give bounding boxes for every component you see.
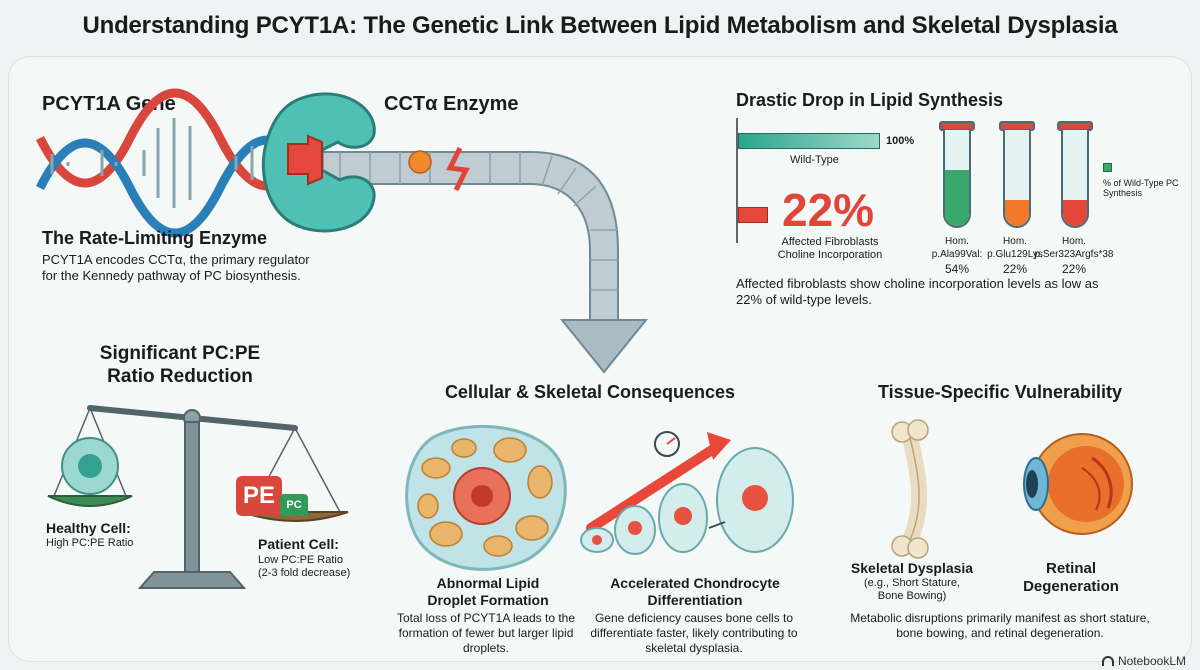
chondro-title-1: Accelerated Chondrocyte — [610, 575, 780, 591]
retinal-title-1: Retinal — [1045, 560, 1096, 577]
healthy-cell-title: Healthy Cell: — [46, 520, 131, 536]
ccta-enzyme-icon — [261, 92, 376, 233]
footer-brand: NotebookLM — [1101, 654, 1186, 668]
rate-limiting-text: PCYT1A encodes CCTα, the primary regulat… — [42, 252, 310, 283]
affected-bar — [738, 207, 768, 223]
footer-label: NotebookLM — [1117, 654, 1186, 668]
test-tube-icon — [939, 121, 1093, 228]
lipid-heading: Drastic Drop in Lipid Synthesis — [736, 90, 1004, 110]
chondro-text: Gene deficiency causes bone cells to dif… — [590, 611, 798, 655]
droplet-title-1: Abnormal Lipid — [436, 575, 540, 591]
balance-scale-icon — [47, 405, 349, 589]
healthy-cell-sub: High PC:PE Ratio — [46, 537, 134, 549]
rate-limiting-heading: The Rate-Limiting Enzyme — [42, 228, 268, 248]
legend-swatch — [1103, 163, 1112, 172]
droplet-text: Total loss of PCYT1A leads to the format… — [396, 611, 576, 655]
patient-cell-sub-2: (2-3 fold decrease) — [258, 567, 351, 579]
patient-cell-title: Patient Cell: — [258, 536, 339, 552]
chondro-title-2: Differentiation — [647, 592, 743, 608]
wild-type-label: Wild-Type — [790, 154, 839, 166]
chondrocyte-differentiation-icon — [580, 431, 794, 555]
tissue-text: Metabolic disruptions primarily manifest… — [850, 611, 1150, 640]
legend-label: % of Wild-Type PC Synthesis — [1103, 178, 1179, 198]
lipid-bar-axis — [736, 118, 738, 243]
affected-value: 22% — [782, 184, 875, 236]
dna-helix-icon — [35, 88, 295, 238]
wild-type-bar — [738, 133, 880, 149]
eye-icon — [1023, 433, 1133, 535]
cellular-heading: Cellular & Skeletal Consequences — [444, 382, 736, 402]
skeletal-sub-1: (e.g., Short Stature, — [864, 577, 960, 589]
pe-block: PE — [236, 476, 282, 516]
tissue-heading: Tissue-Specific Vulnerability — [877, 382, 1123, 402]
tube-label-1: Hom.p.Ala99Val:54% — [931, 236, 983, 276]
notebooklm-logo-icon — [1101, 656, 1114, 666]
lipid-caption: Affected fibroblasts show choline incorp… — [736, 276, 1099, 307]
bone-icon — [891, 419, 929, 559]
affected-label-1: Affected Fibroblasts — [781, 236, 879, 248]
wild-type-value: 100% — [886, 135, 915, 147]
patient-cell-sub-1: Low PC:PE Ratio — [258, 554, 343, 566]
page-title: Understanding PCYT1A: The Genetic Link B… — [82, 12, 1118, 39]
ratio-heading-1: Significant PC:PE — [99, 343, 261, 364]
retinal-title-2: Degeneration — [1023, 578, 1119, 595]
lipid-droplet-cell-icon — [405, 424, 567, 571]
pc-block: PC — [280, 494, 308, 516]
droplet-title-2: Droplet Formation — [427, 592, 549, 608]
affected-label-2: Choline Incorporation — [777, 249, 883, 261]
kennedy-pathway-arrow — [309, 146, 649, 374]
ratio-heading-2: Ratio Reduction — [107, 366, 253, 387]
skeletal-sub-2: Bone Bowing) — [877, 590, 947, 602]
skeletal-title: Skeletal Dysplasia — [850, 560, 974, 576]
enzyme-label: CCTα Enzyme — [384, 93, 519, 115]
